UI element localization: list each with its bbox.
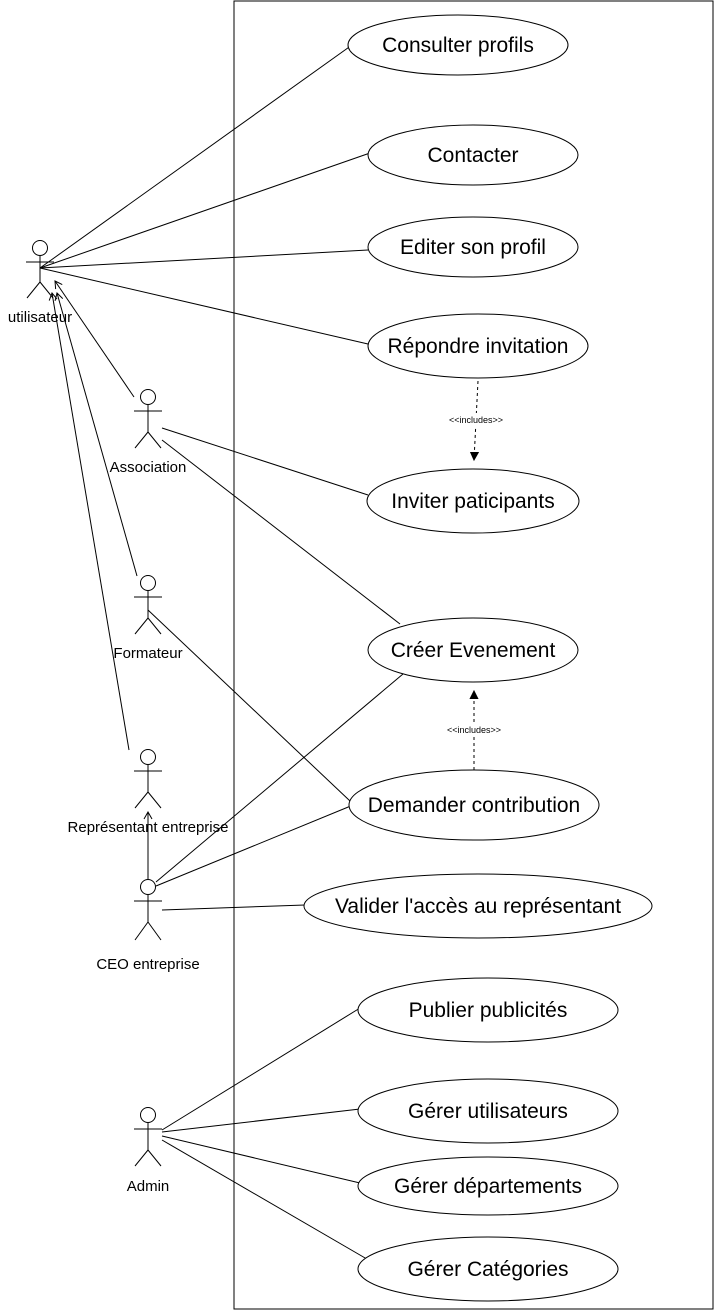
usecase-label: Demander contribution <box>368 794 580 817</box>
system-boundary <box>233 0 714 1310</box>
usecase-editer-profil[interactable]: Editer son profil <box>367 216 579 278</box>
include-label-2: <<includes>> <box>447 725 501 735</box>
stick-figure-icon <box>134 1107 162 1167</box>
usecase-label: Editer son profil <box>400 236 546 259</box>
generalizations <box>48 280 153 879</box>
usecase-demander-contribution[interactable]: Demander contribution <box>348 769 600 841</box>
usecase-creer-evenement[interactable]: Créer Evenement <box>367 617 579 683</box>
use-cases: Consulter profils Contacter Editer son p… <box>303 14 653 1302</box>
usecase-inviter-participants[interactable]: Inviter paticipants <box>366 468 580 534</box>
stick-figure-icon <box>26 240 54 299</box>
usecase-label: Publier publicités <box>409 999 568 1022</box>
usecase-label: Créer Evenement <box>391 639 556 662</box>
usecase-label: Répondre invitation <box>388 335 569 358</box>
actor-label: Représentant entreprise <box>68 819 229 836</box>
actor-association[interactable]: Association <box>110 389 187 477</box>
usecase-label: Gérer utilisateurs <box>408 1100 568 1123</box>
actor-representant-entreprise[interactable]: Représentant entreprise <box>68 749 229 837</box>
actor-label: Admin <box>127 1178 170 1195</box>
usecase-gerer-categories[interactable]: Gérer Catégories <box>357 1236 619 1302</box>
gen-formateur-utilisateur <box>54 292 138 577</box>
usecase-label: Gérer départements <box>394 1175 582 1198</box>
gen-representant-utilisateur <box>48 292 130 751</box>
stick-figure-icon <box>134 749 162 809</box>
include-label-1: <<includes>> <box>449 415 503 425</box>
usecase-gerer-utilisateurs[interactable]: Gérer utilisateurs <box>357 1078 619 1144</box>
assoc-ceo-valider <box>161 904 306 911</box>
assoc-utilisateur-editer <box>39 249 369 269</box>
usecase-valider-acces[interactable]: Valider l'accès au représentant <box>303 873 653 939</box>
actor-formateur[interactable]: Formateur <box>113 575 183 663</box>
usecase-consulter-profils[interactable]: Consulter profils <box>347 14 569 76</box>
usecase-contacter[interactable]: Contacter <box>367 124 579 186</box>
stick-figure-icon <box>134 389 162 449</box>
assoc-utilisateur-consulter <box>39 44 353 269</box>
assoc-admin-utilisateurs <box>161 1108 361 1133</box>
actor-label: utilisateur <box>8 309 72 326</box>
assoc-formateur-demander <box>147 609 369 819</box>
actor-admin[interactable]: Admin <box>127 1107 170 1196</box>
stick-figure-icon <box>134 575 162 635</box>
assoc-association-creer <box>161 439 401 625</box>
assoc-admin-departements <box>161 1135 361 1184</box>
assoc-association-inviter <box>161 427 369 496</box>
usecase-label: Consulter profils <box>382 34 534 57</box>
assoc-admin-categories <box>161 1139 373 1263</box>
usecase-publier-publicites[interactable]: Publier publicités <box>357 977 619 1043</box>
gen-association-utilisateur <box>54 280 135 398</box>
actor-label: CEO entreprise <box>96 956 199 973</box>
usecase-label: Inviter paticipants <box>391 490 554 513</box>
actor-ceo-entreprise[interactable]: CEO entreprise <box>96 879 200 974</box>
actors: utilisateur Association Formateur <box>8 240 229 1196</box>
assoc-ceo-creer <box>155 673 404 883</box>
actor-label: Formateur <box>113 645 182 662</box>
usecase-gerer-departements[interactable]: Gérer départements <box>357 1156 619 1216</box>
usecase-label: Gérer Catégories <box>407 1258 568 1281</box>
assoc-ceo-demander <box>155 802 359 887</box>
assoc-admin-publier <box>161 1007 361 1131</box>
assoc-utilisateur-repondre <box>39 267 369 345</box>
stick-figure-icon <box>134 879 162 941</box>
usecase-label: Contacter <box>427 144 518 167</box>
usecase-repondre-invitation[interactable]: Répondre invitation <box>367 313 589 379</box>
usecase-label: Valider l'accès au représentant <box>335 895 621 918</box>
assoc-utilisateur-contacter <box>39 152 371 269</box>
include-arrow-1 <box>474 380 478 460</box>
associations <box>39 44 404 1263</box>
actor-label: Association <box>110 459 187 476</box>
include-relations: <<includes>> <<includes>> <box>438 380 510 770</box>
actor-utilisateur[interactable]: utilisateur <box>8 240 72 327</box>
